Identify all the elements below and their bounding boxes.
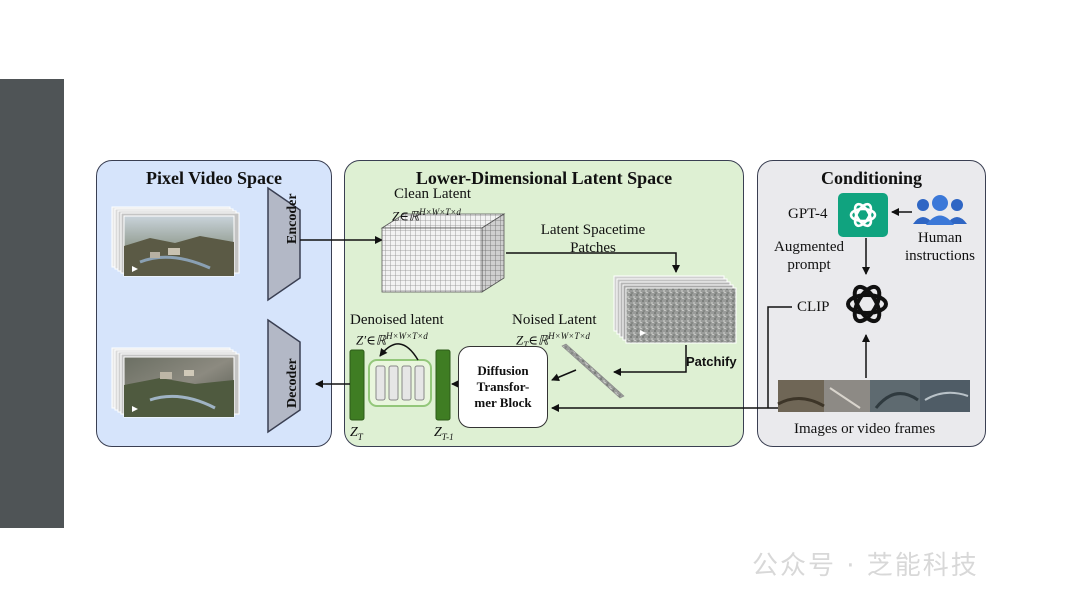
zt-label: ZT xyxy=(350,425,363,442)
clean-latent-math: Z∈ℝH×W×T×d xyxy=(392,207,461,224)
clean-latent-label: Clean Latent xyxy=(394,186,472,202)
decoder-shape xyxy=(267,318,301,434)
gpt4-logo xyxy=(838,193,888,237)
patchify-label: Patchify xyxy=(686,354,737,369)
latent-bar-zt-1 xyxy=(435,349,451,421)
denoised-latent-math: Z′∈ℝH×W×T×d xyxy=(356,331,428,348)
zt-minus-1-label: ZT-1 xyxy=(434,425,454,442)
encoder-shape xyxy=(267,186,301,302)
augmented-prompt-label: Augmented prompt xyxy=(774,239,844,273)
panel-title-latent: Lower-Dimensional Latent Space xyxy=(415,168,673,188)
panel-title-conditioning: Conditioning xyxy=(820,168,923,188)
image-frames-strip xyxy=(777,380,970,412)
clip-label: CLIP xyxy=(797,299,830,315)
latent-bar-zt xyxy=(349,349,365,421)
decoder-label: Decoder xyxy=(285,358,300,408)
slide-side-bar xyxy=(0,79,64,528)
output-video-stack xyxy=(111,347,240,418)
noised-latent-math: ZT∈ℝH×W×T×d xyxy=(516,331,590,350)
noised-latent-strip xyxy=(561,343,625,399)
human-instructions-icon xyxy=(913,195,967,225)
noised-latent-label: Noised Latent xyxy=(512,312,597,328)
spacetime-patches-label: Latent Spacetime Patches xyxy=(540,222,646,256)
diffusion-transformer-block: Diffusion Transfor- mer Block xyxy=(458,346,548,428)
input-video-stack xyxy=(111,206,240,277)
denoised-latent-label: Denoised latent xyxy=(350,312,444,328)
clean-latent-cube xyxy=(380,213,506,293)
denoising-module xyxy=(368,359,432,407)
noisy-patch-stack xyxy=(613,275,737,344)
encoder-label: Encoder xyxy=(285,193,300,244)
images-frames-label: Images or video frames xyxy=(794,421,936,437)
human-instructions-label: Human instructions xyxy=(905,230,975,264)
clip-openai-logo xyxy=(846,284,888,324)
wechat-watermark: 公众号 · 芝能科技 xyxy=(752,551,979,581)
gpt4-label: GPT-4 xyxy=(788,206,828,222)
panel-title-pixel: Pixel Video Space xyxy=(146,168,282,188)
